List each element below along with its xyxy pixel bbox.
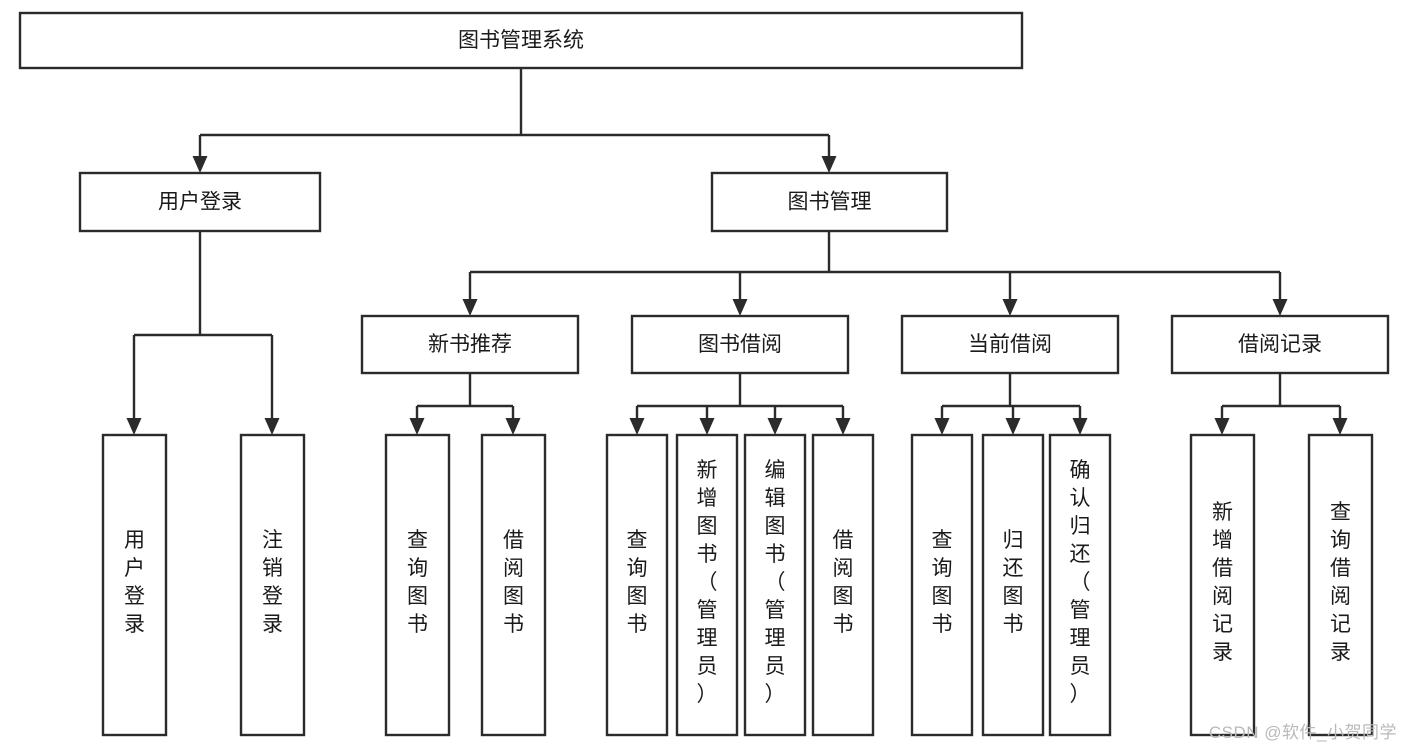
node-label-leaf-query-book-1: 查询图书 [407, 529, 428, 636]
conn-borrow-to-leaves [629, 373, 851, 435]
level3-node-book-borrow[interactable]: 图书借阅 [630, 314, 850, 375]
node-label-leaf-edit-book-admin: 编辑图书（管理员） [765, 459, 786, 706]
leaf-node-leaf-add-book-admin[interactable]: 新增图书（管理员） [675, 433, 739, 737]
node-box-leaf-logout-login[interactable] [239, 433, 306, 737]
node-box-book-borrow[interactable] [630, 314, 850, 375]
connectors-layer [126, 68, 1348, 435]
node-label-leaf-user-login: 用户登录 [124, 529, 145, 636]
conn-login-to-leaves [126, 231, 280, 435]
node-box-borrow-record[interactable] [1170, 314, 1390, 375]
nodes-layer: 图书管理系统用户登录图书管理新书推荐图书借阅当前借阅借阅记录用户登录注销登录查询… [18, 11, 1390, 737]
leaf-node-leaf-user-login[interactable]: 用户登录 [101, 433, 168, 737]
node-label-leaf-logout-login: 注销登录 [262, 529, 283, 636]
node-label-leaf-confirm-return: 确认归还（管理员） [1070, 459, 1091, 706]
node-label-leaf-borrow-book-2: 借阅图书 [833, 529, 854, 636]
arrow-head [934, 418, 950, 435]
node-box-root[interactable] [18, 11, 1024, 70]
level3-node-current-borrow[interactable]: 当前借阅 [900, 314, 1120, 375]
leaf-node-leaf-edit-book-admin[interactable]: 编辑图书（管理员） [743, 433, 807, 737]
arrow-head [1272, 299, 1288, 316]
leaf-node-leaf-borrow-book-2[interactable]: 借阅图书 [811, 433, 875, 737]
leaf-node-leaf-add-record[interactable]: 新增借阅记录 [1189, 433, 1256, 737]
arrow-head [699, 418, 715, 435]
leaf-node-leaf-borrow-book-1[interactable]: 借阅图书 [480, 433, 547, 737]
node-label-user-login: 用户登录 [158, 191, 242, 214]
arrow-head [821, 156, 837, 173]
node-box-current-borrow[interactable] [900, 314, 1120, 375]
arrow-head [1002, 299, 1018, 316]
arrow-head [1005, 418, 1021, 435]
node-box-leaf-return-book[interactable] [981, 433, 1045, 737]
leaf-node-leaf-query-book-3[interactable]: 查询图书 [910, 433, 974, 737]
node-label-leaf-query-book-3: 查询图书 [932, 529, 953, 636]
arrow-head [835, 418, 851, 435]
node-label-leaf-add-record: 新增借阅记录 [1212, 501, 1233, 664]
node-box-book-management[interactable] [710, 171, 949, 233]
leaf-node-leaf-return-book[interactable]: 归还图书 [981, 433, 1045, 737]
arrow-head [732, 299, 748, 316]
node-box-leaf-query-record[interactable] [1307, 433, 1374, 737]
arrow-head [1072, 418, 1088, 435]
level3-node-new-book-recommend[interactable]: 新书推荐 [360, 314, 580, 375]
conn-record-to-leaves [1214, 373, 1348, 435]
leaf-node-leaf-query-book-2[interactable]: 查询图书 [605, 433, 669, 737]
arrow-head [1332, 418, 1348, 435]
leaf-node-leaf-query-book-1[interactable]: 查询图书 [384, 433, 451, 737]
conn-bookmgmt-to-level3 [462, 231, 1288, 316]
node-box-leaf-add-book-admin[interactable] [675, 433, 739, 737]
node-label-book-management: 图书管理 [788, 191, 872, 214]
node-label-leaf-query-book-2: 查询图书 [627, 529, 648, 636]
arrow-head [629, 418, 645, 435]
node-box-leaf-edit-book-admin[interactable] [743, 433, 807, 737]
node-label-new-book-recommend: 新书推荐 [428, 333, 512, 356]
arrow-head [1214, 418, 1230, 435]
node-label-current-borrow: 当前借阅 [968, 333, 1052, 356]
node-label-book-borrow: 图书借阅 [698, 333, 782, 356]
root-node-root[interactable]: 图书管理系统 [18, 11, 1024, 70]
node-box-leaf-borrow-book-2[interactable] [811, 433, 875, 737]
node-label-leaf-query-record: 查询借阅记录 [1330, 501, 1351, 664]
leaf-node-leaf-confirm-return[interactable]: 确认归还（管理员） [1048, 433, 1112, 737]
arrow-head [505, 418, 521, 435]
node-box-leaf-query-book-3[interactable] [910, 433, 974, 737]
conn-current-to-leaves [934, 373, 1088, 435]
node-box-leaf-query-book-2[interactable] [605, 433, 669, 737]
level2-node-book-management[interactable]: 图书管理 [710, 171, 949, 233]
node-box-leaf-user-login[interactable] [101, 433, 168, 737]
node-label-root: 图书管理系统 [458, 29, 584, 52]
node-box-leaf-borrow-book-1[interactable] [480, 433, 547, 737]
node-label-borrow-record: 借阅记录 [1238, 333, 1322, 356]
conn-root-to-level2 [192, 68, 837, 173]
node-box-leaf-confirm-return[interactable] [1048, 433, 1112, 737]
conn-recommend-to-leaves [409, 373, 521, 435]
leaf-node-leaf-logout-login[interactable]: 注销登录 [239, 433, 306, 737]
arrow-head [462, 299, 478, 316]
arrow-head [192, 156, 208, 173]
arrow-head [264, 418, 280, 435]
level2-node-user-login[interactable]: 用户登录 [78, 171, 322, 233]
arrow-head [409, 418, 425, 435]
node-label-leaf-return-book: 归还图书 [1003, 529, 1024, 636]
level3-node-borrow-record[interactable]: 借阅记录 [1170, 314, 1390, 375]
leaf-node-leaf-query-record[interactable]: 查询借阅记录 [1307, 433, 1374, 737]
node-label-leaf-add-book-admin: 新增图书（管理员） [697, 459, 718, 706]
node-box-leaf-add-record[interactable] [1189, 433, 1256, 737]
node-box-user-login[interactable] [78, 171, 322, 233]
arrow-head [767, 418, 783, 435]
node-label-leaf-borrow-book-1: 借阅图书 [503, 529, 524, 636]
node-box-leaf-query-book-1[interactable] [384, 433, 451, 737]
arrow-head [126, 418, 142, 435]
node-box-new-book-recommend[interactable] [360, 314, 580, 375]
